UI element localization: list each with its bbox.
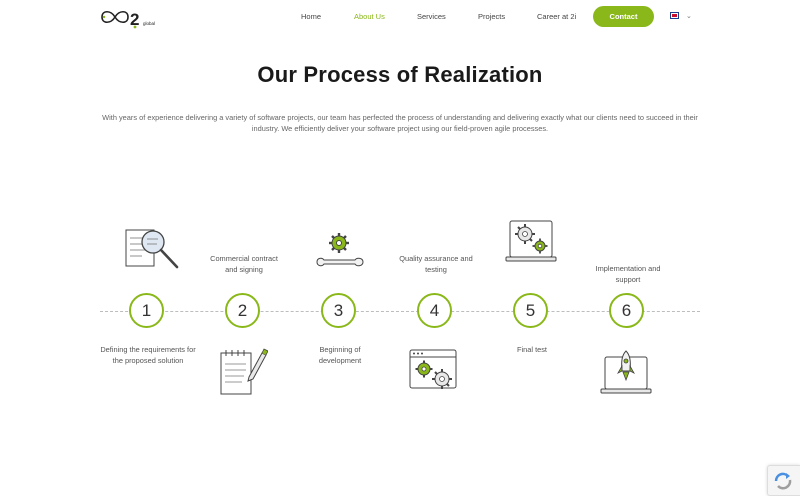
- notepad-pen-icon: [220, 348, 269, 395]
- step-2-label: Commercial contract and signing: [210, 254, 278, 274]
- nav-services[interactable]: Services: [417, 12, 446, 21]
- chevron-down-icon: ⌄: [686, 13, 692, 20]
- step-4-label: Quality assurance and testing: [399, 254, 473, 274]
- nav-home[interactable]: Home: [301, 12, 322, 21]
- step-3-circle: 3: [321, 293, 356, 328]
- logo-text: global: [143, 21, 155, 26]
- step-2-icon: [218, 347, 269, 402]
- site-header: 2 global Home About Us Services Projects…: [0, 0, 800, 34]
- contact-button[interactable]: Contact: [593, 6, 654, 27]
- step-5-circle: 5: [513, 293, 548, 328]
- magnifier-document-icon: [125, 229, 179, 269]
- recaptcha-badge[interactable]: [767, 465, 800, 496]
- step-5-label: Final test: [517, 345, 547, 354]
- browser-gears-icon: [409, 349, 457, 389]
- laptop-rocket-icon: [600, 350, 652, 394]
- recaptcha-icon: [774, 472, 792, 490]
- nav-about-us[interactable]: About Us: [354, 12, 385, 21]
- step-6-circle: 6: [609, 293, 644, 328]
- process-timeline-line: [100, 311, 700, 312]
- step-2-circle: 2: [225, 293, 260, 328]
- section-intro: With years of experience delivering a va…: [102, 113, 698, 133]
- step-1-circle: 1: [129, 293, 164, 328]
- x2-global-logo-icon: 2 global: [101, 10, 155, 29]
- svg-text:2: 2: [130, 10, 139, 29]
- step-1-icon: [124, 226, 182, 277]
- step-4-icon: [408, 347, 460, 400]
- step-4-circle: 4: [417, 293, 452, 328]
- laptop-gears-icon: [505, 220, 557, 262]
- step-1-label: Defining the requirements for the propos…: [100, 345, 196, 365]
- uk-flag-icon: [670, 12, 679, 19]
- nav-projects[interactable]: Projects: [478, 12, 506, 21]
- step-6-label: Implementation and support: [595, 264, 661, 284]
- step-6-icon: [599, 349, 653, 402]
- step-3-label: Beginning of development: [318, 345, 362, 365]
- step-5-icon: [504, 218, 558, 271]
- nav-career[interactable]: Career at 2i: [537, 12, 577, 21]
- section-title: Our Process of Realization: [257, 62, 543, 87]
- language-switcher[interactable]: ⌄: [670, 12, 695, 22]
- site-logo[interactable]: 2 global: [99, 5, 161, 31]
- step-3-icon: [313, 232, 367, 281]
- gear-wrench-icon: [316, 233, 364, 267]
